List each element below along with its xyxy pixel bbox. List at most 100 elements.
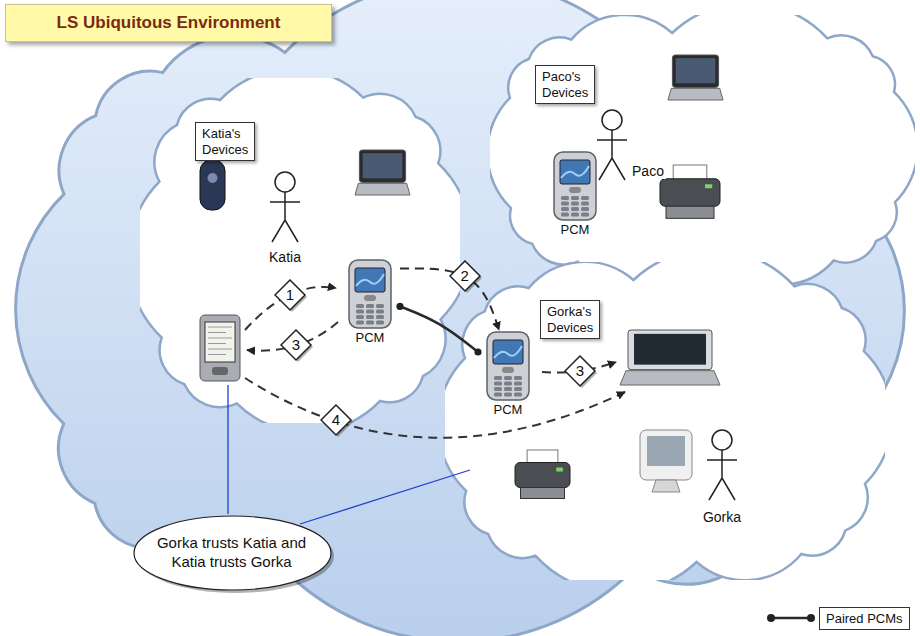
laptop-icon <box>355 150 410 195</box>
phone-key <box>561 213 569 217</box>
phone-key <box>356 310 364 314</box>
phone-key <box>376 321 384 325</box>
person-head <box>275 172 295 192</box>
paired-link <box>400 306 478 352</box>
phone-body <box>487 332 529 400</box>
pcm-phone: PCM <box>478 330 538 418</box>
phone-key <box>514 387 522 391</box>
remote-button <box>208 173 218 183</box>
phone-key <box>494 393 502 397</box>
remote-icon <box>200 160 225 210</box>
phone-key <box>356 315 364 319</box>
pda-body <box>200 315 240 381</box>
legend-text: Paired PCMs <box>819 607 910 630</box>
phone-key <box>581 196 589 200</box>
callout-number: 2 <box>449 260 481 292</box>
callout: 3 <box>280 329 312 361</box>
phone-key <box>514 382 522 386</box>
cloud-shape <box>140 78 460 423</box>
laptop-lid <box>359 150 405 182</box>
callout-number: 3 <box>564 355 596 387</box>
legend-row: Paired PCMs <box>766 606 910 630</box>
pda-button <box>212 367 228 375</box>
phone-screen <box>560 160 590 184</box>
phone-key <box>571 202 579 206</box>
phone-key <box>356 304 364 308</box>
group-heading: Gorka's Devices <box>540 300 600 339</box>
callout-number: 1 <box>274 279 306 311</box>
person-body <box>270 192 300 242</box>
diamond-shape <box>450 261 480 291</box>
phone-key <box>514 393 522 397</box>
person-body <box>707 450 737 500</box>
phone-icon <box>545 150 605 222</box>
phone-key <box>571 213 579 217</box>
person-name: Gorka <box>701 508 743 526</box>
person-name: Paco <box>630 163 666 179</box>
imac-stand <box>652 480 680 492</box>
phone-nav <box>569 187 581 193</box>
laptop-base <box>620 371 720 385</box>
device-label: PCM <box>340 330 400 346</box>
edge-callout: 2 <box>449 260 481 292</box>
callout-text: Gorka trusts Katia and Katia trusts Gork… <box>157 515 307 572</box>
phone-key <box>561 202 569 206</box>
callout: 1 <box>274 279 306 311</box>
laptop-screen <box>363 153 403 178</box>
trust-callout: Gorka trusts Katia and Katia trusts Gork… <box>133 515 332 591</box>
callout-number: 4 <box>320 404 352 436</box>
person-head <box>712 430 732 450</box>
phone-key <box>494 376 502 380</box>
phone-key <box>514 376 522 380</box>
device-label: PCM <box>545 222 605 238</box>
person-body <box>597 130 627 180</box>
printer-icon <box>660 165 720 218</box>
legend-line-sample <box>766 606 816 630</box>
printer-body <box>660 179 720 207</box>
phone-key <box>504 393 512 397</box>
laptop-base <box>355 183 410 195</box>
phone-nav <box>502 367 514 373</box>
phone-key <box>366 321 374 325</box>
phone-screen <box>493 340 523 364</box>
person-figure <box>597 110 627 180</box>
pda-text-line <box>208 327 232 328</box>
phone-key <box>376 304 384 308</box>
printer-tray <box>666 206 714 218</box>
dashed-arrow <box>245 378 625 438</box>
pda-screen <box>205 322 235 362</box>
laptop-lid <box>672 55 718 87</box>
laptop-base <box>668 88 723 100</box>
device-cloud: PCMGorka's Devices <box>445 262 885 580</box>
phone-key <box>366 304 374 308</box>
diamond-shape <box>565 356 595 386</box>
printer-light <box>556 468 563 472</box>
phone-screen-wave <box>494 346 522 358</box>
phone-key <box>376 315 384 319</box>
diamond-shape <box>281 330 311 360</box>
phone-key <box>561 196 569 200</box>
phone-key <box>504 376 512 380</box>
printer-body <box>515 463 570 488</box>
person-head <box>602 110 622 130</box>
cloud-shape <box>490 15 915 285</box>
phone-body <box>554 152 596 220</box>
phone-icon <box>340 258 400 330</box>
legend-line <box>771 617 811 620</box>
printer-tray <box>521 488 565 499</box>
laptop-icon <box>620 330 720 385</box>
phone-key <box>504 382 512 386</box>
diamond-shape <box>275 280 305 310</box>
phone-key <box>581 207 589 211</box>
phone-key <box>494 382 502 386</box>
person-figure <box>270 172 300 242</box>
phone-screen-wave <box>356 274 384 286</box>
phone-key <box>376 310 384 314</box>
phone-key <box>561 207 569 211</box>
end-dot <box>767 614 775 622</box>
laptop-screen <box>676 58 716 83</box>
pcm-phone: PCM <box>340 258 400 346</box>
